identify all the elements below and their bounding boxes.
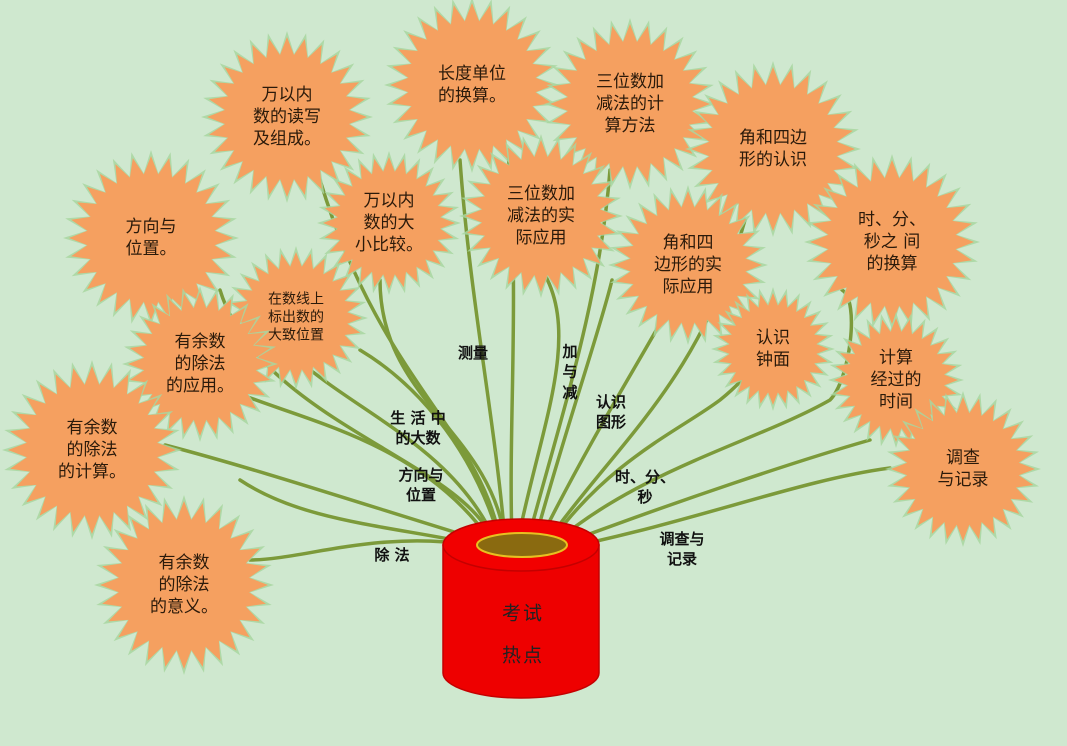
branch-chufa: 除 法 <box>374 545 410 564</box>
burst-changdu-danwei <box>384 0 560 173</box>
burst-wanyinei-duxie <box>201 31 373 203</box>
pot-label-line2: 热点 <box>501 644 545 667</box>
burst-shape <box>207 37 367 197</box>
branch-shenghuo: 生 活 中 的大数 <box>390 408 446 447</box>
stem-17 <box>378 278 507 542</box>
burst-shifenmiao-huansuan <box>804 154 980 330</box>
stem-3 <box>533 278 614 542</box>
branch-celiang: 测量 <box>457 343 489 362</box>
burst-shape <box>891 397 1035 541</box>
branch-fangxiang: 方向与 位置 <box>398 465 444 504</box>
burst-shape <box>550 24 710 184</box>
stem-10 <box>358 348 502 542</box>
stem-4 <box>538 318 664 542</box>
burst-shape <box>465 140 617 292</box>
burst-jiao-renshi <box>685 61 861 237</box>
burst-shape <box>717 293 829 405</box>
pot-label-line1: 考试 <box>501 602 545 625</box>
burst-jisuan-shijian <box>828 312 964 448</box>
burst-shape <box>8 366 176 534</box>
stem-8 <box>558 438 872 547</box>
stem-9 <box>563 466 892 550</box>
burst-shape <box>810 160 974 324</box>
branch-renshi-tuxing: 认识 图形 <box>595 392 627 431</box>
burst-shape <box>323 157 455 289</box>
burst-shape <box>69 156 233 320</box>
stem-15 <box>248 539 472 562</box>
branch-jiajian: 加 与 减 <box>562 342 578 402</box>
burst-jiao-yingyong <box>608 185 768 345</box>
burst-shape <box>614 191 762 339</box>
burst-shape <box>691 67 855 231</box>
burst-renshi-zhongmian <box>711 287 835 411</box>
burst-sanwei-yingyong <box>459 134 623 298</box>
burst-yushu-yingyong <box>122 286 278 442</box>
burst-wanyinei-bijiao <box>317 151 461 295</box>
stem-18 <box>516 273 561 542</box>
burst-sanwei-jisuan <box>544 18 716 190</box>
burst-fangxiang-weizhi <box>63 150 239 326</box>
burst-shape <box>390 3 554 167</box>
pot-opening <box>476 532 568 558</box>
stem-12 <box>228 388 492 542</box>
stem-7 <box>554 288 854 544</box>
burst-diaocha-jilu <box>885 391 1041 547</box>
pot-body <box>442 544 600 699</box>
branch-shifenmiao: 时、分、 秒 <box>614 467 676 506</box>
burst-shape <box>128 292 272 436</box>
branch-diaocha: 调查与 记录 <box>659 529 705 568</box>
burst-yushu-jisuan <box>2 360 182 540</box>
burst-shape <box>100 501 268 669</box>
burst-yushu-yiyi <box>94 495 274 675</box>
stem-14 <box>238 478 472 545</box>
burst-shape <box>834 318 958 442</box>
stem-13 <box>163 443 482 542</box>
hotspot-pot <box>442 518 600 699</box>
